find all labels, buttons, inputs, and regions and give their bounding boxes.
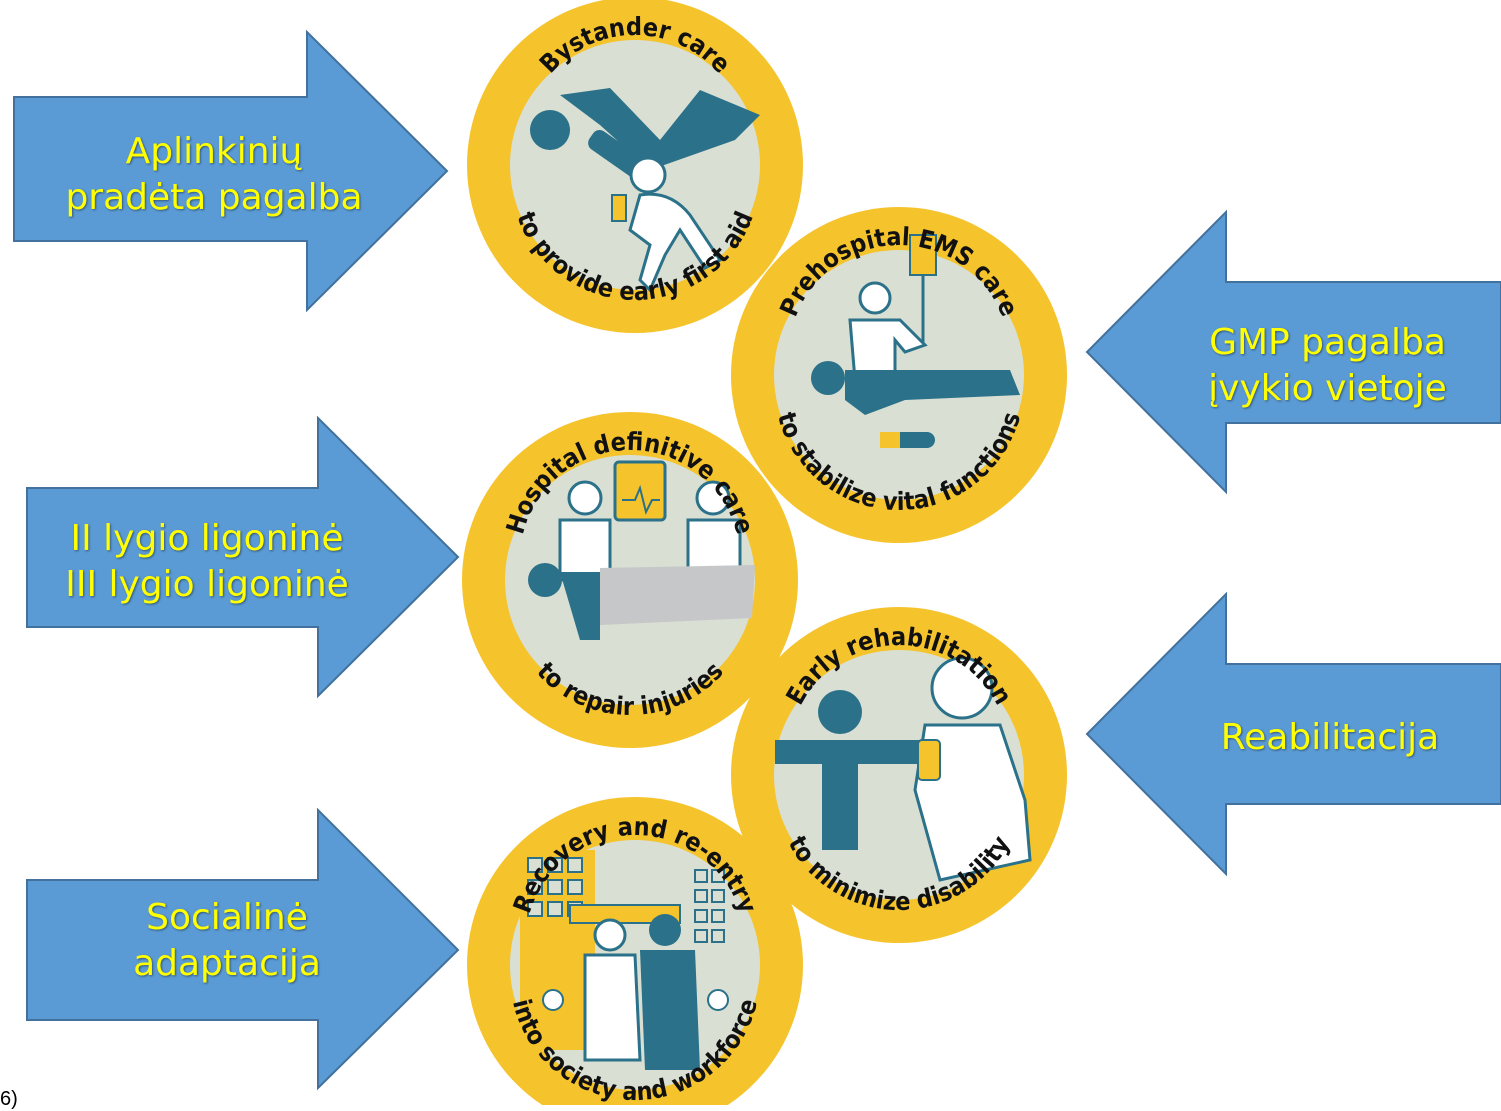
arrow-label-line: pradėta pagalba [65,177,363,218]
arrow-gmp [1085,209,1501,495]
medallion-bystander: Bystander care to provide early first ai… [467,0,803,333]
medallion-rehab: Early rehabilitation to minimize disabil… [731,607,1067,943]
arrow-label-line: įvykio vietoje [1208,368,1447,409]
medallion-hospital: Hospital definitive care to repair injur… [462,412,798,748]
rehab-illustration [775,656,1032,882]
arrow-label-socialine: Socialinė adaptacija [27,893,427,989]
arrow-reabilitacija [1085,591,1501,877]
hospital-illustration [528,460,755,640]
arrow-ligonine [26,415,460,699]
arrow-label-line: Aplinkinių [125,131,303,172]
medallion-prehospital: Prehospital EMS care to stabilize vital … [731,207,1067,543]
arrow-label-line: Reabilitacija [1220,717,1440,758]
arrow-label-line: III lygio ligoninė [65,564,349,605]
arrow-label-line: II lygio ligoninė [70,518,344,559]
arrow-label-gmp: GMP pagalba įvykio vietoje [1160,318,1495,414]
arrow-label-line: adaptacija [133,943,321,984]
recovery-illustration [520,850,729,1070]
arrow-socialine [26,807,460,1091]
arrow-label-line: Socialinė [146,897,308,938]
arrow-label-aplinkiniu: Aplinkinių pradėta pagalba [14,127,414,223]
arrow-label-line: GMP pagalba [1209,322,1446,363]
footnote: 6) [0,1088,18,1110]
medallion-recovery: Recovery and re-entry into society and w… [467,797,803,1105]
prehospital-illustration [811,234,1020,448]
arrow-label-reabilitacija: Reabilitacija [1180,714,1480,762]
